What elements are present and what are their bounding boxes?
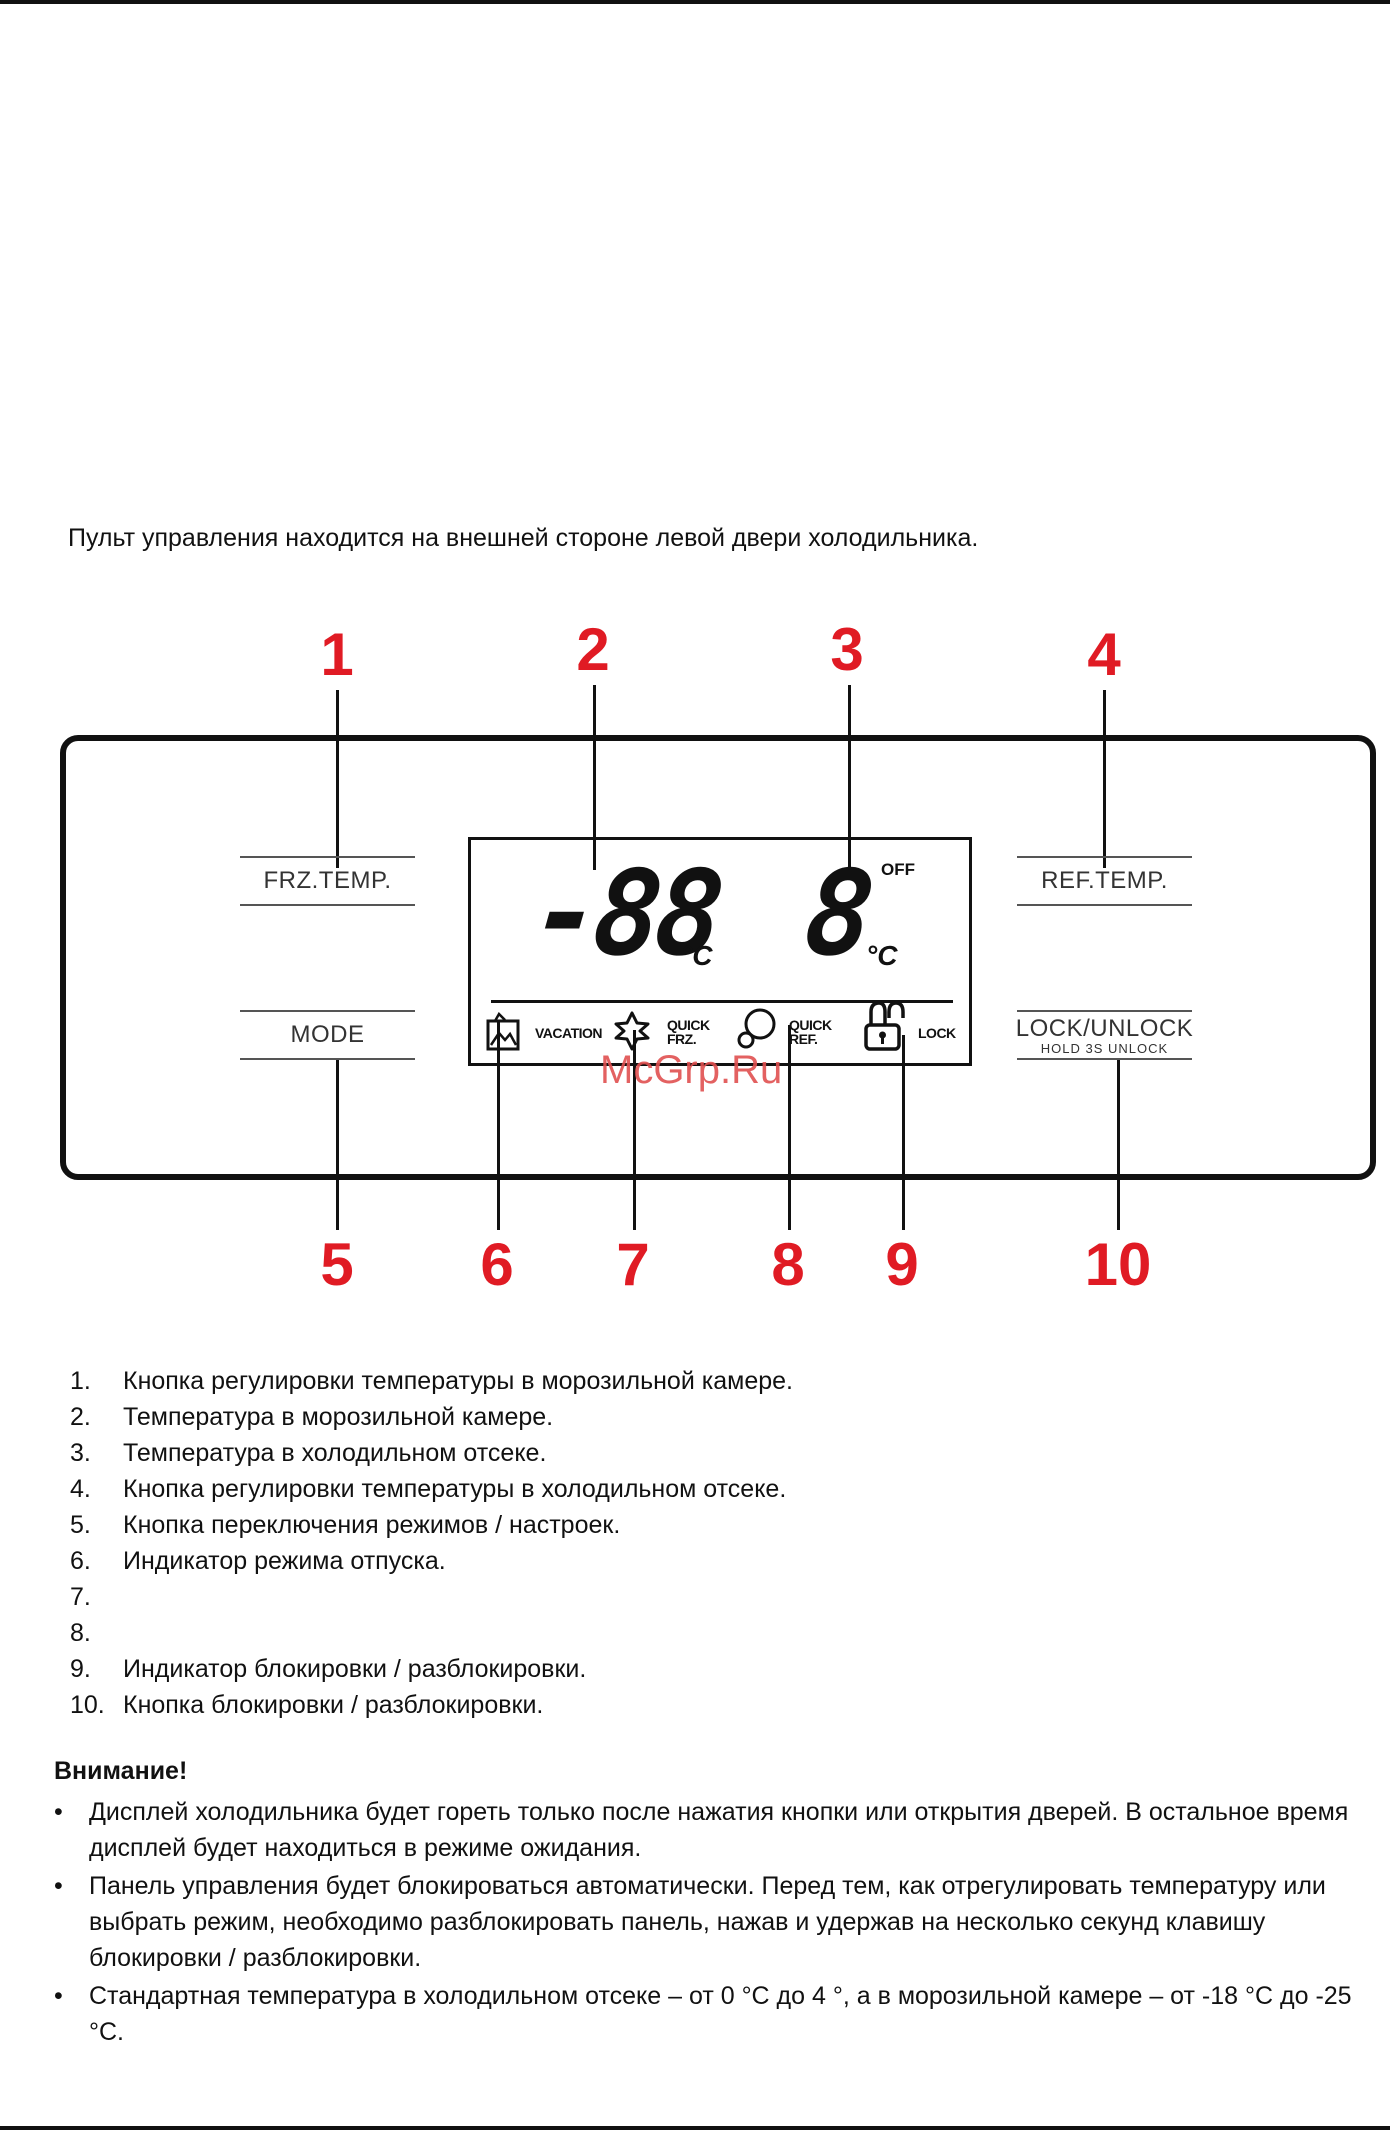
quick-ref-icon [737, 1008, 776, 1049]
legend-number: 10. [70, 1691, 105, 1719]
callout-2: 2 [576, 616, 610, 683]
legend-list: 1. Кнопка регулировки температуры в мороз… [70, 1363, 793, 1723]
legend-text: Индикатор блокировки / разблокировки. [123, 1655, 587, 1683]
control-panel-diagram: 1 2 3 4 5 6 7 8 9 10 FRZ.TEMP. REF.TEMP.… [60, 616, 1376, 1298]
leader-line-7 [633, 1030, 636, 1230]
callout-9: 9 [885, 1231, 919, 1298]
legend-number: 1. [70, 1367, 91, 1395]
legend-text: Температура в холодильном отсеке. [123, 1439, 547, 1467]
legend-number: 8. [70, 1619, 91, 1647]
top-rule [0, 0, 1390, 4]
leader-line-2 [593, 685, 596, 870]
off-indicator: OFF [881, 860, 915, 879]
bullet-icon: • [54, 1798, 63, 1826]
legend-text: Кнопка регулировки температуры в морозил… [123, 1367, 793, 1395]
callout-3: 3 [830, 616, 864, 683]
mode-button[interactable]: MODE [240, 1010, 415, 1060]
legend-number: 5. [70, 1511, 91, 1539]
vacation-label: VACATION [535, 1025, 603, 1041]
legend-item: 4. Кнопка регулировки температуры в холод… [70, 1471, 793, 1507]
leader-line-8 [788, 1025, 791, 1230]
ref-temp-label: REF.TEMP. [1041, 867, 1168, 894]
legend-item: 2. Температура в морозильной камере. [70, 1399, 793, 1435]
quick-ref-label-1: QUICK [789, 1017, 832, 1033]
intro-text: Пульт управления находится на внешней ст… [68, 524, 979, 552]
legend-number: 2. [70, 1403, 91, 1431]
callout-7: 7 [616, 1231, 650, 1298]
vacation-icon [486, 1012, 520, 1051]
legend-item: 10. Кнопка блокировки / разблокировки. [70, 1687, 793, 1723]
legend-text: Индикатор режима отпуска. [123, 1547, 446, 1575]
callout-4: 4 [1087, 621, 1121, 688]
lcd-display: -88 °C 8 °C OFF VACATION QUICK FRZ. QUIC… [468, 837, 972, 1066]
lock-label: LOCK [918, 1025, 956, 1041]
fridge-temp-digits: 8 [799, 845, 875, 983]
leader-line-9 [902, 1035, 905, 1230]
legend-text: Кнопка переключения режимов / настроек. [123, 1511, 621, 1539]
callout-1: 1 [320, 621, 354, 688]
fridge-degree-unit: °C [866, 940, 898, 971]
frz-temp-button[interactable]: FRZ.TEMP. [240, 856, 415, 906]
quick-frz-label-1: QUICK [667, 1017, 710, 1033]
watermark: McGrp.Ru [600, 1048, 783, 1092]
warning-item: • Панель управления будет блокироваться а… [54, 1868, 1354, 1976]
panel-frame [60, 735, 1376, 1180]
legend-number: 6. [70, 1547, 91, 1575]
ref-temp-button[interactable]: REF.TEMP. [1017, 856, 1192, 906]
legend-item: 7. [70, 1579, 793, 1615]
legend-item: 8. [70, 1615, 793, 1651]
quick-ref-label-2: REF. [789, 1031, 818, 1047]
warning-text: Стандартная температура в холодильном от… [89, 1982, 1352, 2046]
lock-unlock-hint: HOLD 3S UNLOCK [1040, 1040, 1169, 1056]
leader-line-6 [497, 1020, 500, 1230]
bullet-icon: • [54, 1872, 63, 1900]
legend-text: Температура в морозильной камере. [123, 1403, 554, 1431]
legend-number: 3. [70, 1439, 91, 1467]
warning-title: Внимание! [54, 1757, 188, 1785]
freezer-degree-unit: °C [681, 940, 713, 971]
lock-icon [864, 1001, 905, 1051]
warning-item: • Дисплей холодильника будет гореть тольк… [54, 1794, 1354, 1866]
callout-6: 6 [480, 1231, 514, 1298]
leader-line-10 [1117, 1058, 1120, 1230]
legend-item: 9. Индикатор блокировки / разблокировки. [70, 1651, 793, 1687]
legend-text: Кнопка блокировки / разблокировки. [123, 1691, 544, 1719]
legend-number: 4. [70, 1475, 91, 1503]
leader-line-4 [1103, 690, 1106, 868]
snowflake-icon [614, 1011, 650, 1051]
legend-item: 6. Индикатор режима отпуска. [70, 1543, 793, 1579]
lock-unlock-button[interactable]: LOCK/UNLOCK HOLD 3S UNLOCK [1015, 1010, 1194, 1060]
lcd-divider [491, 1000, 953, 1003]
leader-line-3 [848, 685, 851, 870]
legend-number: 9. [70, 1655, 91, 1683]
legend-text: Кнопка регулировки температуры в холодил… [123, 1475, 787, 1503]
legend-item: 5. Кнопка переключения режимов / настроек… [70, 1507, 793, 1543]
leader-line-1 [336, 690, 339, 868]
warning-item: • Стандартная температура в холодильном о… [54, 1978, 1354, 2050]
leader-line-5 [336, 1058, 339, 1230]
bullet-icon: • [54, 1982, 63, 2010]
legend-number: 7. [70, 1583, 91, 1611]
warning-text: Панель управления будет блокироваться ав… [89, 1872, 1326, 1972]
warning-text: Дисплей холодильника будет гореть только… [89, 1798, 1349, 1862]
legend-item: 1. Кнопка регулировки температуры в мороз… [70, 1363, 793, 1399]
callout-8: 8 [771, 1231, 805, 1298]
lock-unlock-label: LOCK/UNLOCK [1015, 1014, 1194, 1042]
callout-10: 10 [1084, 1231, 1152, 1298]
legend-item: 3. Температура в холодильном отсеке. [70, 1435, 793, 1471]
warning-list: • Дисплей холодильника будет гореть тольк… [54, 1794, 1354, 2052]
callout-5: 5 [320, 1231, 354, 1298]
frz-temp-label: FRZ.TEMP. [263, 867, 392, 894]
quick-frz-label-2: FRZ. [667, 1031, 697, 1047]
bottom-rule [0, 2126, 1390, 2130]
mode-label: MODE [290, 1021, 365, 1048]
